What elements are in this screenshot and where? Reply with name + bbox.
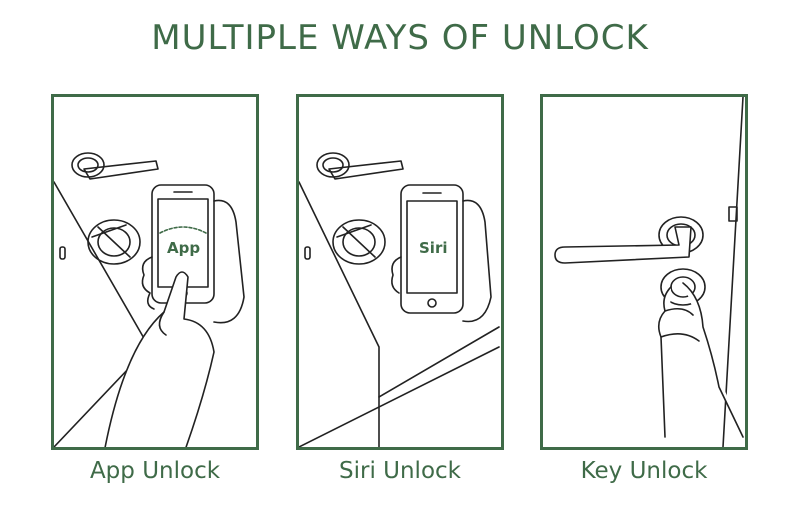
siri-unlock-caption: Siri Unlock [339,458,461,484]
page-title: MULTIPLE WAYS OF UNLOCK [151,18,649,58]
app-unlock-panel: App [51,94,259,450]
app-unlock-caption: App Unlock [89,458,221,484]
siri-unlock-illustration [299,152,500,447]
phone-screen-label: App [167,239,201,257]
app-unlock-illustration [54,152,245,447]
siri-unlock-panel: Siri [296,94,504,450]
phone-screen-label: Siri [419,239,448,257]
key-unlock-caption: Key Unlock [580,458,708,484]
key-unlock-panel [540,94,748,450]
key-unlock-illustration [554,97,744,447]
